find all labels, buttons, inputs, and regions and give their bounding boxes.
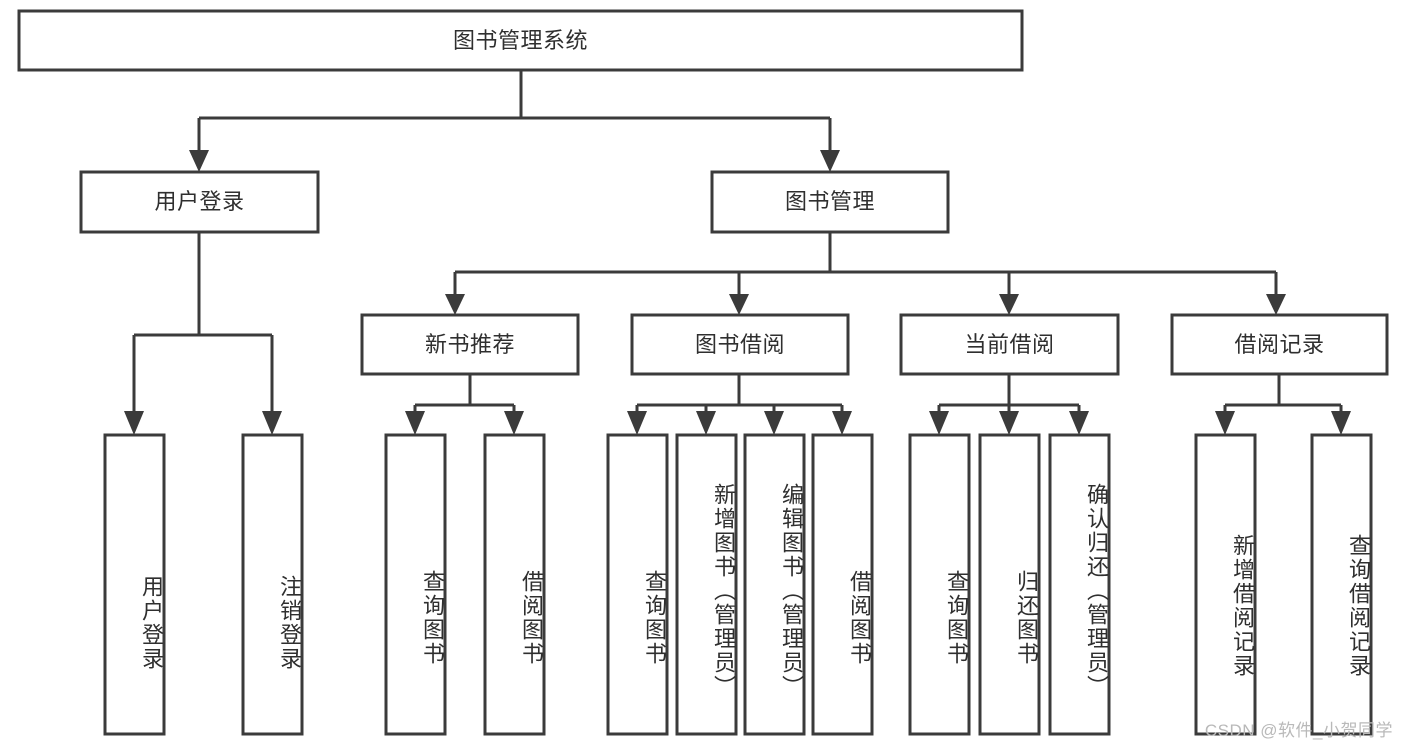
node-box-user-login[interactable] — [79, 170, 320, 234]
arrowhead-leaf-borrow-book-recommend — [504, 411, 524, 435]
arrowhead-leaf-user-login — [124, 411, 144, 435]
connector-layer — [124, 70, 1351, 435]
arrowhead-leaf-add-book-admin — [696, 411, 716, 435]
arrowhead-user-login — [189, 150, 209, 172]
watermark-text: CSDN @软件_小贺同学 — [1204, 721, 1393, 740]
node-box-leaf-edit-book-admin[interactable] — [743, 433, 806, 736]
arrowhead-current-borrow — [999, 294, 1019, 315]
node-box-root[interactable] — [17, 9, 1024, 72]
node-box-new-book-recommend[interactable] — [360, 313, 580, 376]
arrowhead-leaf-edit-book-admin — [764, 411, 784, 435]
arrowhead-leaf-add-borrow-record — [1215, 411, 1235, 435]
node-box-borrow-record[interactable] — [1170, 313, 1389, 376]
arrowhead-leaf-query-book-borrow — [627, 411, 647, 435]
node-box-book-management[interactable] — [710, 170, 950, 234]
node-box-layer — [17, 9, 1389, 736]
node-box-current-borrow[interactable] — [899, 313, 1120, 376]
node-box-book-borrow[interactable] — [630, 313, 850, 376]
node-box-leaf-return-book[interactable] — [978, 433, 1041, 736]
arrowhead-leaf-return-book — [999, 411, 1019, 435]
arrowhead-new-book-recommend — [445, 294, 465, 315]
node-box-leaf-confirm-return-admin[interactable] — [1048, 433, 1111, 736]
node-box-leaf-query-borrow-record[interactable] — [1310, 433, 1373, 736]
arrowhead-book-management — [820, 150, 840, 172]
node-box-leaf-query-book-recommend[interactable] — [384, 433, 447, 736]
node-box-leaf-query-book-current[interactable] — [908, 433, 971, 736]
arrowhead-leaf-borrow-book — [832, 411, 852, 435]
arrowhead-leaf-logout — [262, 411, 282, 435]
arrowhead-book-borrow — [729, 294, 749, 315]
arrowhead-leaf-query-book-current — [929, 411, 949, 435]
node-box-leaf-add-book-admin[interactable] — [675, 433, 738, 736]
node-box-leaf-borrow-book-recommend[interactable] — [483, 433, 546, 736]
arrowhead-leaf-query-book-recommend — [405, 411, 425, 435]
node-box-leaf-query-book-borrow[interactable] — [606, 433, 669, 736]
node-box-leaf-add-borrow-record[interactable] — [1194, 433, 1257, 736]
node-box-leaf-borrow-book[interactable] — [811, 433, 874, 736]
node-box-leaf-logout[interactable] — [241, 433, 304, 736]
node-box-leaf-user-login[interactable] — [103, 433, 166, 736]
arrowhead-leaf-confirm-return-admin — [1069, 411, 1089, 435]
arrowhead-leaf-query-borrow-record — [1331, 411, 1351, 435]
arrowhead-borrow-record — [1266, 294, 1286, 315]
